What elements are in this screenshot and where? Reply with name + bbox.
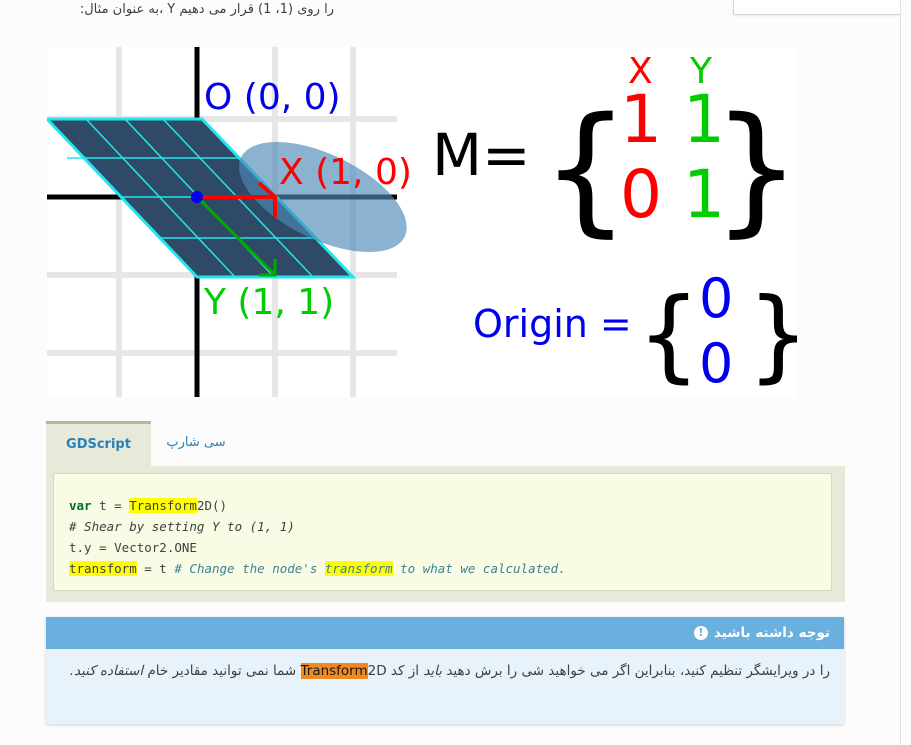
column-y-label: Y <box>689 51 713 92</box>
intro-text: را روی (1، 1) قرار می دهیم Y ،به عنوان م… <box>79 2 334 17</box>
matrix-label: M= <box>432 121 531 189</box>
matrix-left-brace: { <box>541 88 630 251</box>
origin-label: O (0, 0) <box>204 77 341 118</box>
search-input[interactable] <box>733 0 911 15</box>
code-line-1: var t = Transform2D() <box>69 498 228 513</box>
origin-left-brace: { <box>637 276 701 393</box>
note-title-bar: توجه داشته باشید ! <box>46 617 844 649</box>
code-line-3: t.y = Vector2.ONE <box>69 540 197 555</box>
code-block: var t = Transform2D() # Shear by setting… <box>46 466 845 602</box>
y-vector <box>195 195 277 277</box>
note-body: را در ویرایشگر تنظیم کنید، بنابراین اگر … <box>69 663 830 679</box>
note-title: توجه داشته باشید <box>713 625 830 641</box>
sprite-face <box>239 142 407 252</box>
shear-diagram: O (0, 0) X (1, 0) Y (1, 1) M= { } X Y 1 … <box>47 47 797 397</box>
shear-figure: O (0, 0) X (1, 0) Y (1, 1) M= { } X Y 1 … <box>47 47 797 397</box>
y-label: Y (1, 1) <box>203 282 334 323</box>
code-line-4: transform = t # Change the node's transf… <box>69 561 566 576</box>
exclamation-icon: ! <box>693 626 708 640</box>
origin-y-value: 0 <box>699 332 733 395</box>
origin-right-brace: } <box>747 276 797 393</box>
column-x-label: X <box>628 51 653 92</box>
code-content: var t = Transform2D() # Shear by setting… <box>53 473 832 591</box>
origin-text: Origin = <box>473 302 632 346</box>
x-label: X (1, 0) <box>279 152 412 193</box>
origin-dot <box>191 191 203 203</box>
tab-csharp[interactable]: سی شارپ <box>166 435 226 450</box>
matrix-m22: 1 <box>683 156 725 233</box>
matrix-m12: 1 <box>683 81 725 158</box>
origin-x-value: 0 <box>699 267 733 330</box>
scrollbar[interactable] <box>900 0 911 745</box>
tab-gdscript[interactable]: GDScript <box>46 421 151 466</box>
code-line-2: # Shear by setting Y to (1, 1) <box>69 519 295 534</box>
note-admonition: توجه داشته باشید ! را در ویرایشگر تنظیم … <box>46 617 844 724</box>
code-tabs: GDScript سی شارپ <box>46 421 844 466</box>
matrix-m21: 0 <box>620 156 662 233</box>
matrix-m11: 1 <box>620 81 662 158</box>
matrix-right-brace: } <box>712 88 797 251</box>
